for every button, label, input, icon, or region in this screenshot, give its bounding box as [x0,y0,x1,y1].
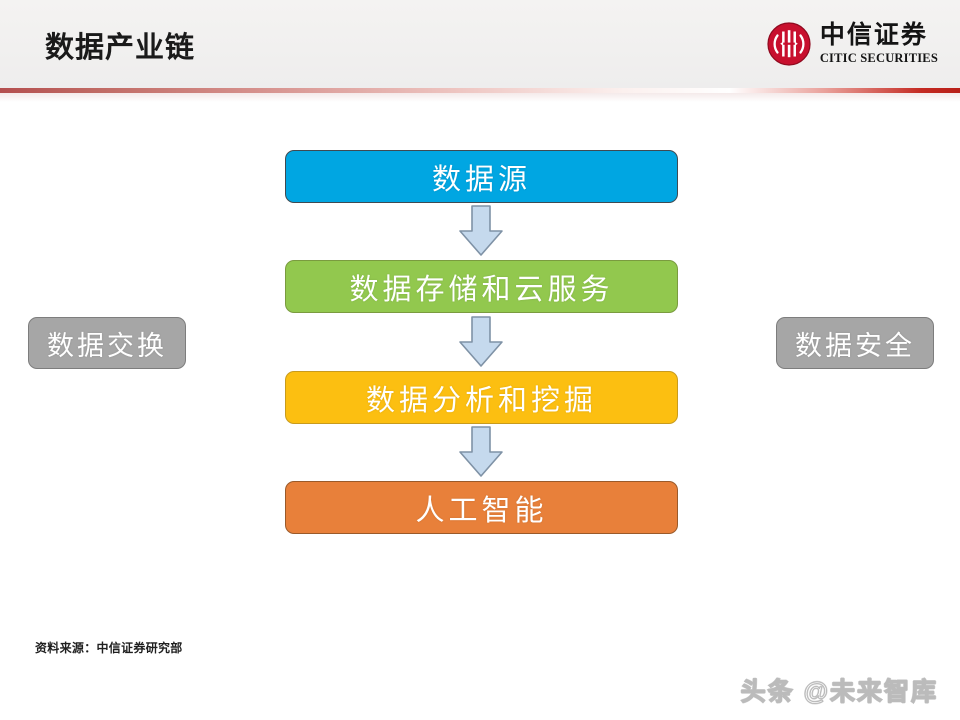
flow-node-artificial-intelligence: 人工智能 [285,481,678,534]
flow-node-analysis-mining: 数据分析和挖掘 [285,371,678,424]
flow-node-data-security: 数据安全 [776,317,934,369]
flow-node-data-exchange: 数据交换 [28,317,186,369]
citic-securities-logo: 中信证券 CITIC SECURITIES [767,22,938,66]
header-divider-shadow [0,93,960,102]
arrow-down-icon-storage-to-analysis [458,316,504,368]
logo-wordmark: 中信证券 CITIC SECURITIES [820,23,938,65]
citic-circle-emblem-icon [767,22,811,66]
arrow-down-icon-source-to-storage [458,205,504,257]
logo-name-cn: 中信证券 [819,22,928,50]
slide-header: 数据产业链 中信证券 CITIC S [0,0,960,88]
page-title: 数据产业链 [45,32,196,64]
flow-node-storage-cloud: 数据存储和云服务 [285,260,678,313]
logo-name-en: CITIC SECURITIES [819,51,938,66]
source-note: 资料来源：中信证券研究部 [35,641,183,655]
watermark: 头条 @未来智库 [740,677,938,706]
flow-node-source: 数据源 [285,150,678,203]
header-divider-rule [0,88,960,93]
arrow-down-icon-analysis-to-ai [458,426,504,478]
